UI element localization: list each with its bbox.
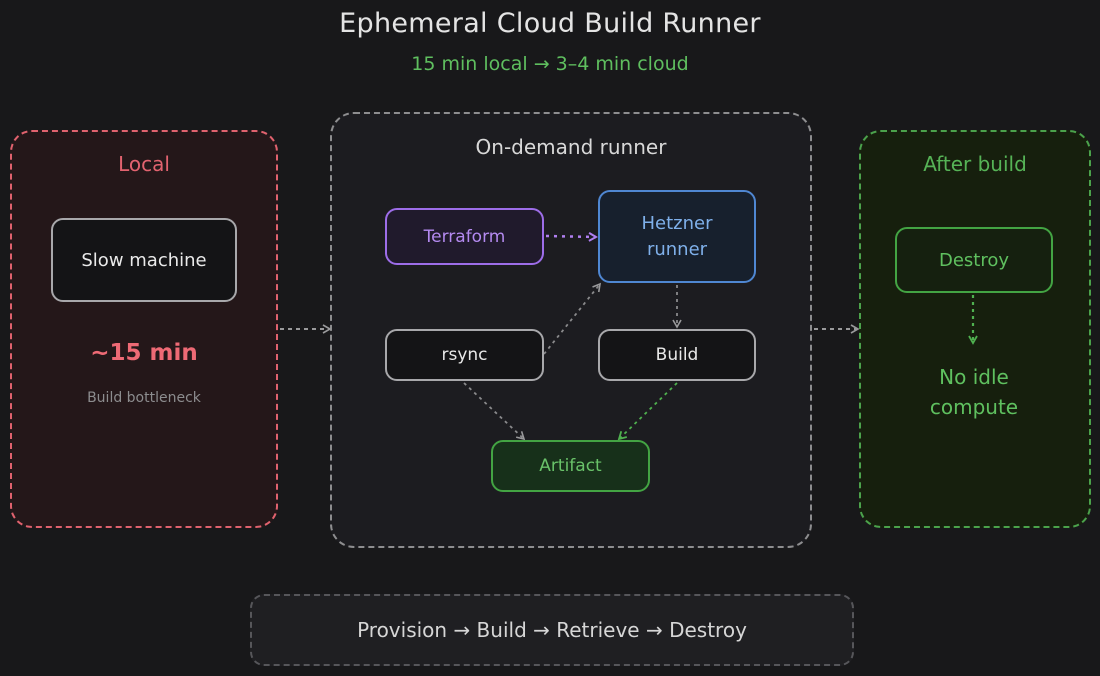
rsync-node: rsync — [385, 329, 544, 381]
diagram-title: Ephemeral Cloud Build Runner — [339, 8, 761, 39]
pipeline-panel — [250, 594, 854, 666]
pipeline-summary: Provision → Build → Retrieve → Destroy — [357, 618, 747, 642]
local-build-time: ~15 min — [90, 340, 198, 366]
arrow-build-to-artifact — [617, 382, 678, 441]
destroy-label: Destroy — [938, 249, 1010, 271]
rsync-label: rsync — [441, 345, 488, 365]
artifact-label: Artifact — [539, 456, 602, 476]
after-build-panel — [859, 130, 1091, 528]
after-note-line2: compute — [929, 395, 1019, 419]
arrow-terraform-to-hetzner — [545, 236, 596, 237]
after-note-line1: No idle — [939, 365, 1009, 389]
terraform-node: Terraform — [385, 208, 544, 265]
artifact-node: Artifact — [491, 440, 650, 492]
hetzner-label-line2: runner — [646, 238, 708, 260]
slow-machine-label: Slow machine — [81, 249, 207, 271]
hetzner-label-line1: Hetzner — [641, 213, 713, 235]
after-build-note: No idle compute — [895, 362, 1053, 422]
local-note: Build bottleneck — [87, 390, 201, 406]
destroy-node: Destroy — [895, 227, 1053, 293]
after-build-panel-label: After build — [923, 152, 1027, 176]
runner-panel-label: On-demand runner — [475, 135, 667, 159]
diagram-subtitle: 15 min local → 3–4 min cloud — [411, 53, 689, 75]
local-panel-label: Local — [118, 152, 170, 176]
build-label: Build — [655, 345, 699, 365]
terraform-label: Terraform — [423, 226, 506, 247]
arrow-rsync-to-artifact — [463, 382, 526, 441]
local-panel — [10, 130, 278, 528]
slow-machine-node: Slow machine — [51, 218, 237, 302]
build-node: Build — [598, 329, 756, 381]
hetzner-runner-node: Hetzner runner — [598, 190, 756, 283]
arrow-rsync-to-hetzner — [543, 282, 602, 355]
